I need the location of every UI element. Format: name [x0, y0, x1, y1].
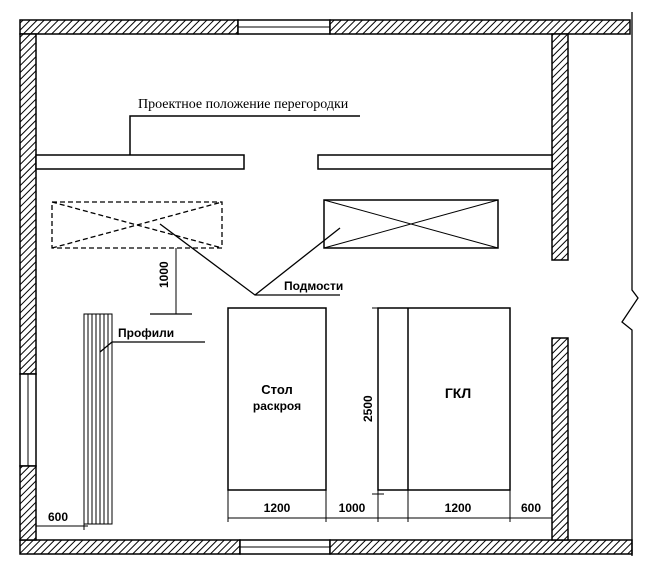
profiles-stack — [83, 313, 113, 525]
left-wall-top — [19, 33, 37, 375]
dim-profiles-wall-text: 600 — [48, 510, 68, 524]
partition-label: Проектное положение перегородки — [138, 97, 349, 112]
dim-gap-text: 1000 — [339, 501, 366, 515]
dim-profiles-wall — [36, 524, 88, 530]
dim-scaffold-offset — [150, 248, 192, 315]
dim-board-width-text: 1200 — [445, 501, 472, 515]
dim-board-wall-text: 600 — [521, 501, 541, 515]
profiles-label: Профили — [118, 326, 174, 340]
gypsum-board-stack — [377, 307, 511, 491]
partition-design-outline — [35, 154, 553, 170]
outer-walls — [19, 19, 633, 555]
gypsum-board-label: ГКЛ — [445, 385, 471, 401]
scaffold-label: Подмости — [284, 279, 343, 293]
scaffold-right — [323, 199, 499, 249]
scaffold-leaders — [159, 223, 341, 296]
partition-column-lower — [551, 337, 569, 541]
partition-leader — [129, 115, 360, 155]
top-wall-right — [329, 19, 631, 35]
left-wall-bottom — [19, 465, 37, 541]
cutting-table-label-1: Стол — [261, 382, 292, 397]
bottom-wall-left — [19, 539, 241, 555]
cutting-table — [227, 307, 327, 491]
dim-scaffold-offset-text: 1000 — [157, 261, 171, 288]
partition-column-upper — [551, 33, 569, 261]
dim-table-width-text: 1200 — [264, 501, 291, 515]
dim-sheet-length-text: 2500 — [361, 395, 375, 422]
profiles-leader — [99, 341, 205, 353]
dim-bottom-chain — [227, 490, 553, 522]
bottom-wall-right — [329, 539, 633, 555]
right-break-line — [621, 12, 639, 556]
cutting-table-label-2: раскроя — [253, 399, 301, 413]
scaffold-left — [51, 201, 223, 249]
top-wall-left — [19, 19, 239, 35]
